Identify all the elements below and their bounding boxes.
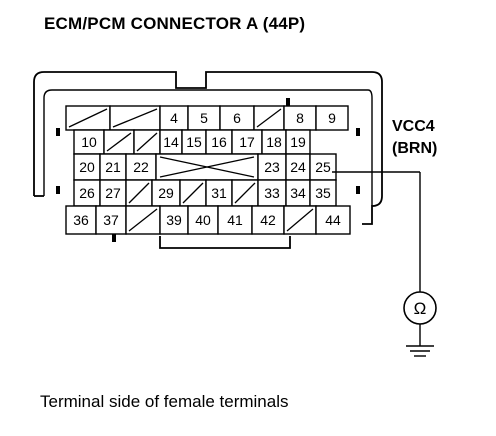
probe-wiring [332,171,437,357]
terminal-number: 4 [170,110,178,126]
terminal-number: 39 [166,212,182,228]
terminal-number: 5 [200,110,208,126]
terminal-number: 44 [325,212,341,228]
terminal-cell [251,205,285,235]
terminal-number: 6 [233,110,241,126]
terminal-number: 16 [211,134,227,150]
unused-terminal-slash [128,182,150,204]
terminal-cell [151,179,181,207]
terminal-cell [257,179,287,207]
terminal-number: 41 [227,212,243,228]
terminal-number: 24 [290,159,306,175]
terminal-number: 20 [79,159,95,175]
terminal-number: 31 [211,185,227,201]
terminal-grid: 4 5 6 8 9 10 14 15 16 17 18 19 20 21 22 23 24 25 26 27 29 31 3… [65,105,351,235]
unused-terminal-slash [128,208,158,232]
terminal-cell [159,205,189,235]
unused-terminal-slash [112,108,158,128]
terminal-number: 34 [290,185,306,201]
terminal-number: 42 [260,212,276,228]
unused-terminal-slash [234,182,256,204]
unused-terminal-slash [106,132,132,152]
unused-terminal-slash [182,182,204,204]
unused-terminal-slash [256,108,282,128]
terminal-number: 22 [133,159,149,175]
terminal-number: 29 [158,185,174,201]
terminal-number: 18 [266,134,282,150]
terminal-number: 19 [290,134,306,150]
terminal-cell [95,205,127,235]
ground-icon [406,345,434,357]
terminal-cell [315,105,349,131]
page-title: ECM/PCM CONNECTOR A (44P) [44,14,306,33]
terminal-number: 8 [296,110,304,126]
terminal-number: 14 [163,134,179,150]
terminal-number: 9 [328,110,336,126]
terminal-number: 40 [195,212,211,228]
unused-terminal-slash [68,108,108,128]
terminal-number: 10 [81,134,97,150]
terminal-cell [309,179,337,207]
terminal-cell [261,129,287,155]
terminal-number: 33 [264,185,280,201]
wire-color: (BRN) [392,140,438,157]
terminal-number: 17 [239,134,255,150]
terminal-cell [315,205,351,235]
terminal-cell [65,205,97,235]
unused-terminal-slash [136,132,158,152]
terminal-number: 25 [315,159,331,175]
terminal-number: 27 [105,185,121,201]
terminal-number: 37 [103,212,119,228]
terminal-cell [231,129,263,155]
caption: Terminal side of female terminals [40,392,289,411]
terminal-cell [73,179,101,207]
terminal-number: 35 [315,185,331,201]
terminal-number: 26 [79,185,95,201]
signal-name: VCC4 [392,118,435,135]
terminal-number: 21 [105,159,121,175]
terminal-cell [285,129,311,155]
terminal-number: 15 [186,134,202,150]
terminal-number: 23 [264,159,280,175]
connector-housing [33,71,383,249]
ohm-symbol: Ω [414,299,427,318]
unused-terminal-slash [286,208,314,232]
terminal-cell [73,153,101,181]
terminal-number: 36 [73,212,89,228]
blank-area-cross [159,156,255,178]
